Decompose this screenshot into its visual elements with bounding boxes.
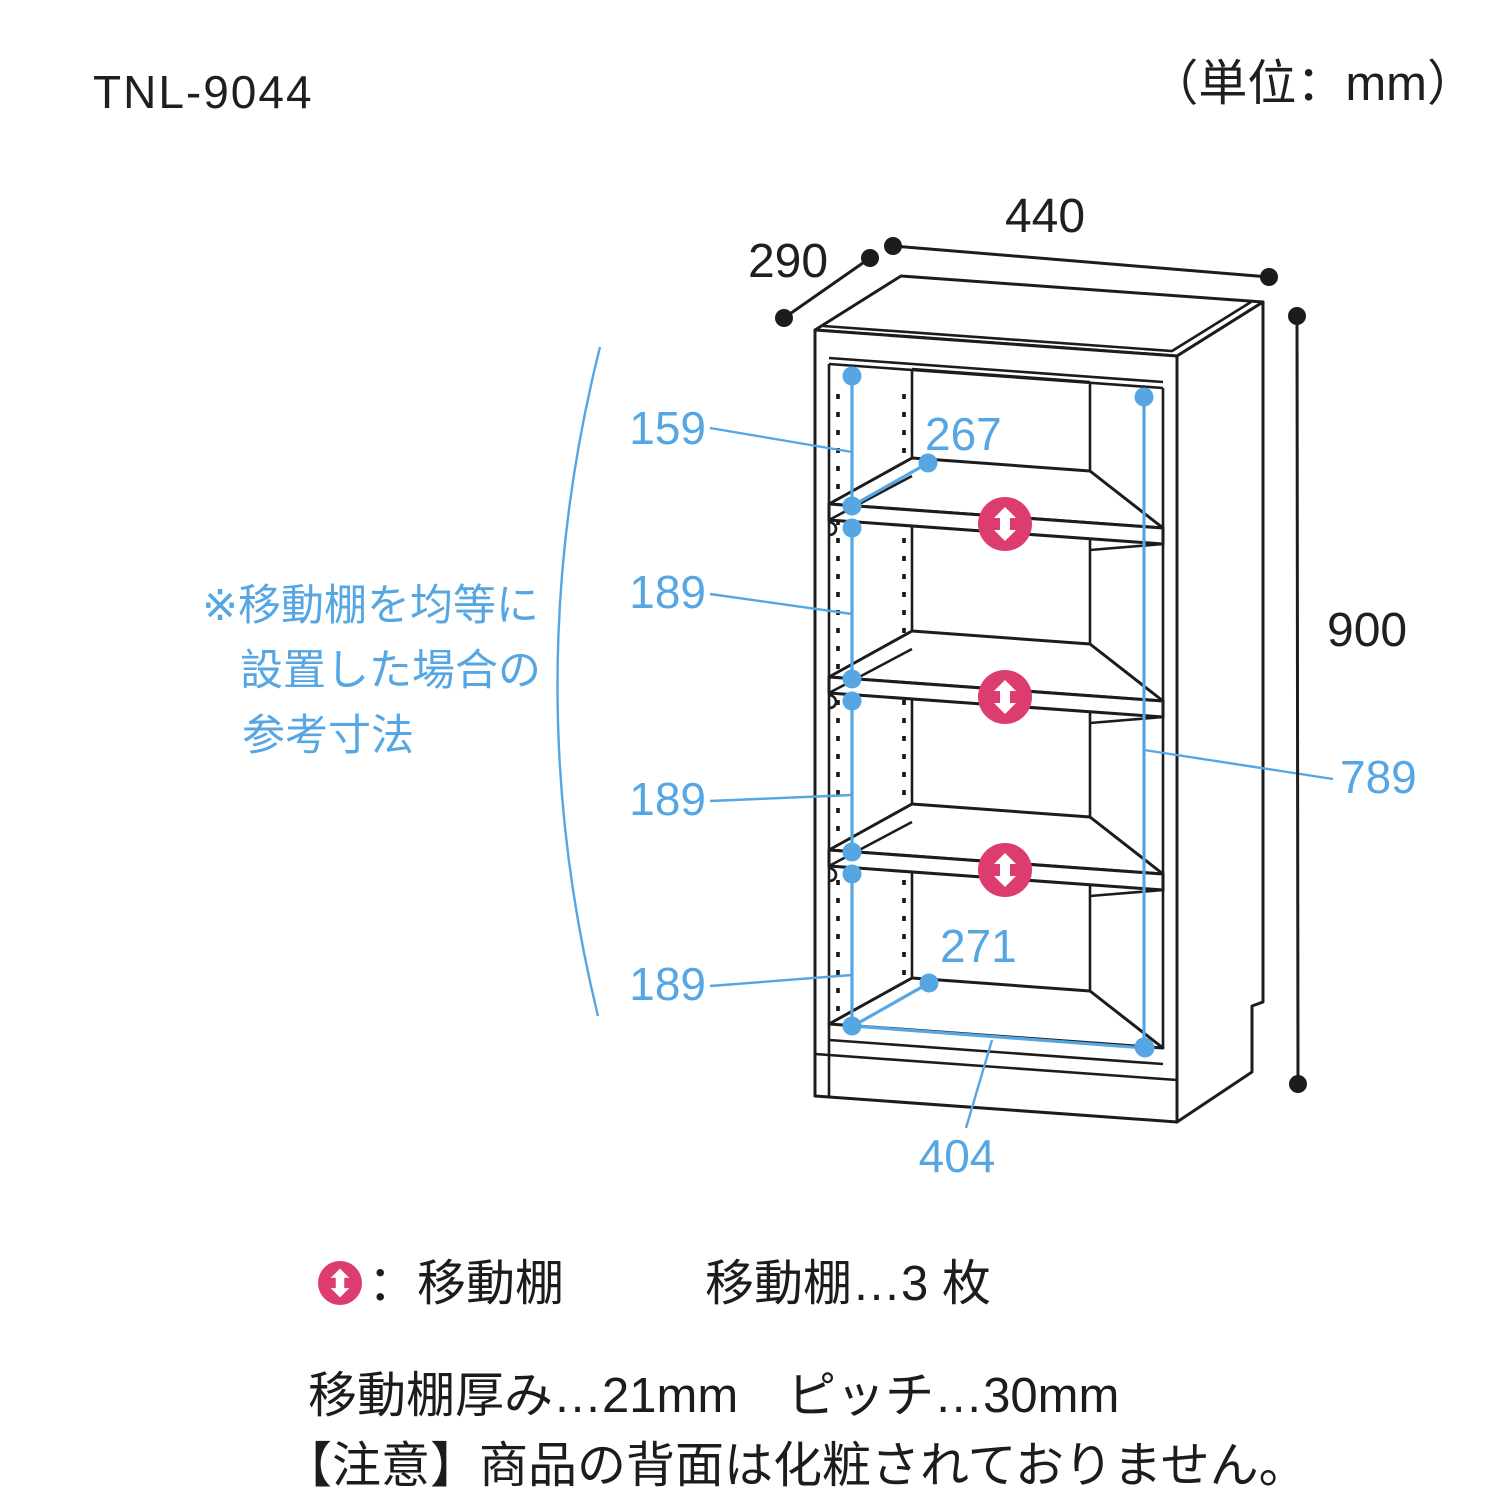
note-line-2: 設置した場合の [240,647,541,695]
dim-width-label: 440 [1005,190,1085,243]
side-note: ※移動棚を均等に 設置した場合の 参考寸法 [202,346,602,1017]
inner-height-dimension: 789 [1134,387,1417,1057]
inner-depth-bottom-dimension: 271 [851,920,1017,1028]
cabinet-side-panel [1175,300,1265,1124]
movable-shelf-icon-3 [978,843,1032,897]
legend-shelf-count: 移動棚…3 枚 [705,1257,991,1311]
height-dimension: 900 [1288,307,1407,1093]
note-line-3: 参考寸法 [242,712,414,760]
movable-shelf-icon-1 [978,497,1032,551]
unit-note: （単位：mm） [1149,57,1476,111]
dim-depth-label: 290 [748,235,828,288]
cabinet-drawing [813,274,1265,1124]
legend-icon-meaning: ：移動棚 [368,1257,564,1311]
dim-gap3-label: 189 [629,958,706,1010]
dim-gap2-label: 189 [629,773,706,825]
dim-gap1-label: 189 [629,566,706,618]
movable-shelf-legend-icon [318,1261,362,1305]
note-brace-arc [556,346,602,1017]
dim-inner-depth-top-label: 267 [925,408,1002,460]
dim-inner-height-label: 789 [1340,751,1417,803]
legend-shelf-spec: 移動棚厚み…21mm ピッチ…30mm [308,1369,1119,1423]
legend-caution: 【注意】商品の背面は化粧されておりません。 [283,1439,1308,1493]
note-line-1: ※移動棚を均等に [202,582,539,630]
dim-top-offset-label: 159 [629,402,706,454]
dim-inner-depth-bottom-label: 271 [940,920,1017,972]
dim-inner-width-label: 404 [919,1130,996,1182]
width-dimension: 440 [884,190,1278,286]
inner-spacing-dimension: 159 189 189 189 [629,366,862,1036]
dim-height-label: 900 [1327,604,1407,657]
model-number: TNL-9044 [93,66,314,118]
depth-dimension: 290 [748,235,879,327]
legend: ：移動棚 移動棚…3 枚 移動棚厚み…21mm ピッチ…30mm 【注意】商品の… [283,1257,1308,1493]
inner-depth-top-dimension: 267 [850,408,1002,508]
shelf-1 [827,456,1165,552]
movable-shelf-icon-2 [978,670,1032,724]
